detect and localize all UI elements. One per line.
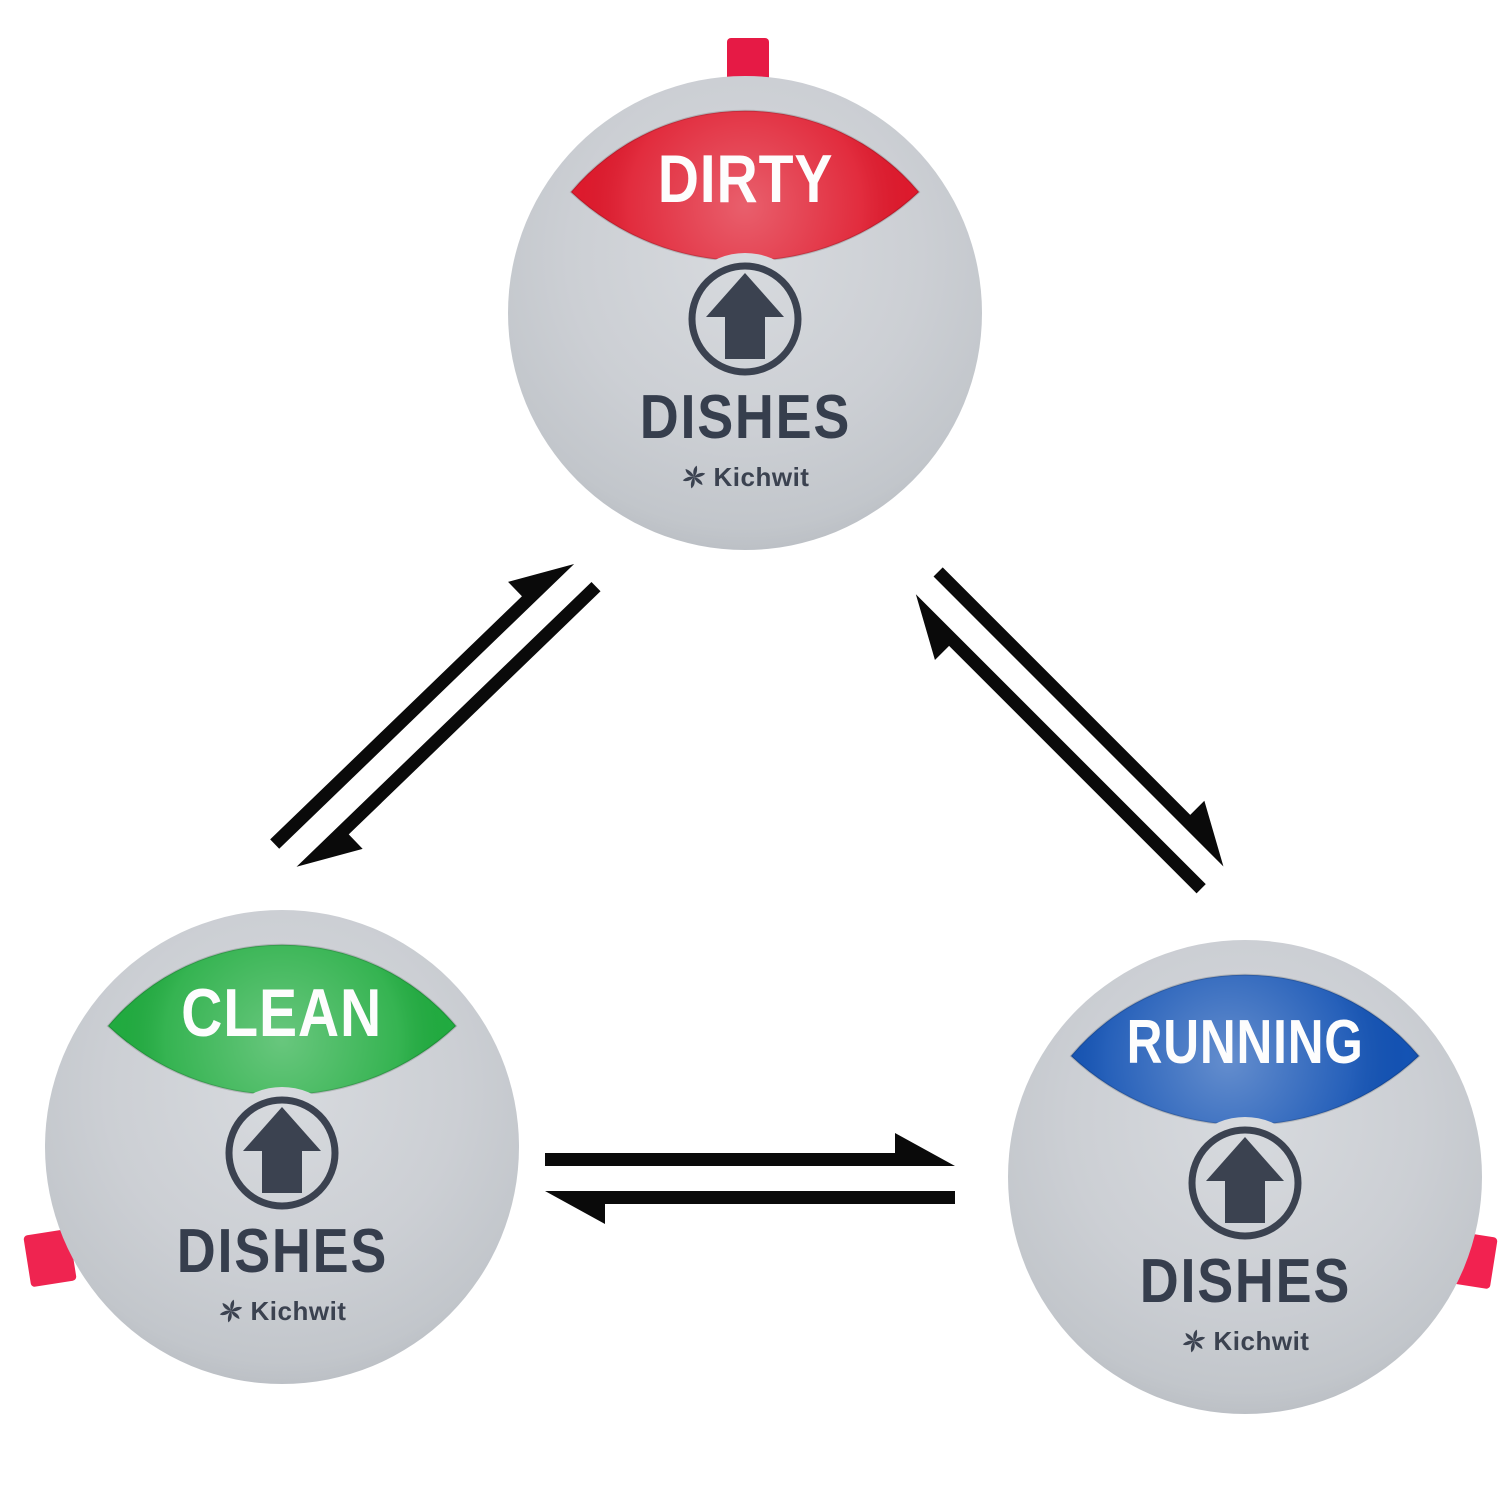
state-window-shade bbox=[1069, 973, 1421, 1126]
arrow-up-icon bbox=[688, 262, 802, 376]
arrow-toward-clean bbox=[296, 581, 601, 867]
arrow-toward-running bbox=[933, 567, 1224, 867]
clean-disc-graphic bbox=[23, 910, 519, 1384]
exchange-arrows-clean-running bbox=[545, 1133, 955, 1224]
dish-sign-clean: CLEAN DISHES Kichwit bbox=[23, 910, 519, 1384]
arrow-toward-running bbox=[545, 1133, 955, 1166]
arrow-up-icon bbox=[1188, 1126, 1302, 1240]
state-window-shade bbox=[569, 109, 921, 262]
exchange-arrows-dirty-running bbox=[915, 567, 1224, 894]
arrow-toward-clean bbox=[545, 1191, 955, 1224]
dish-sign-running: RUNNING DISHES Kichwit bbox=[1008, 940, 1498, 1414]
running-disc-graphic bbox=[1008, 940, 1498, 1414]
slider-tab bbox=[23, 1229, 77, 1287]
dirty-disc-graphic bbox=[508, 38, 982, 550]
arrow-toward-dirty bbox=[915, 594, 1206, 894]
arrow-toward-dirty bbox=[270, 563, 575, 849]
dish-sign-dirty: DIRTY DISHES Kichwit bbox=[508, 38, 982, 550]
state-window-shade bbox=[106, 943, 458, 1096]
exchange-arrows-clean-dirty bbox=[270, 563, 601, 867]
arrow-up-icon bbox=[225, 1096, 339, 1210]
